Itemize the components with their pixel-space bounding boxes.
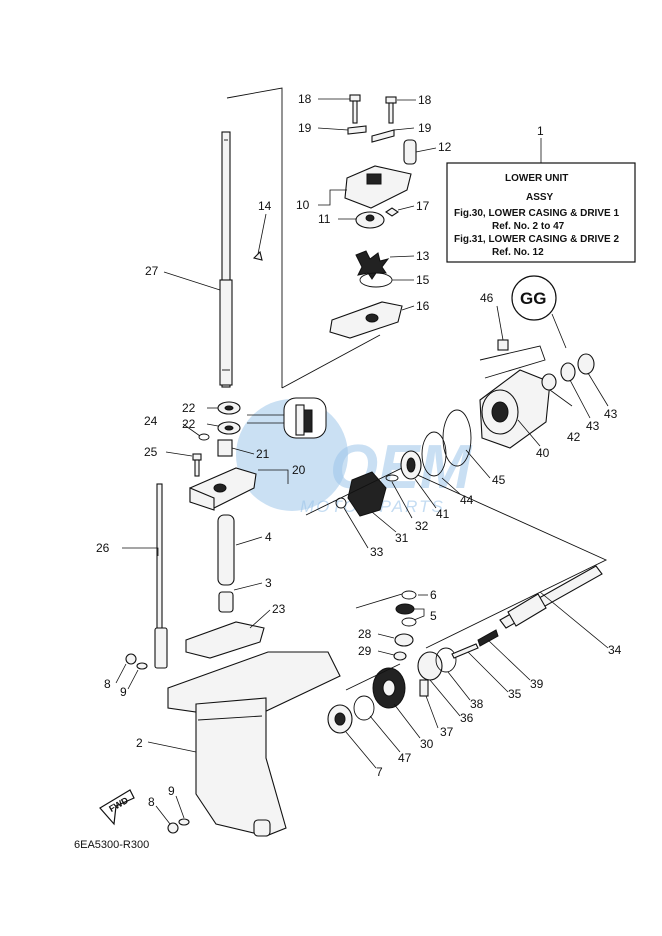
pinion-parts — [305, 467, 608, 649]
callout-19b: 19 — [418, 121, 432, 135]
info-box-line5: Fig.31, LOWER CASING & DRIVE 2 — [454, 234, 619, 245]
frame-lines — [226, 87, 381, 389]
callout-2: 2 — [136, 736, 143, 750]
water-pump-parts — [329, 94, 417, 339]
callout-39: 39 — [530, 677, 544, 691]
forward-gear-parts — [372, 629, 499, 709]
callout-45: 45 — [492, 473, 506, 487]
prop-housing — [479, 369, 551, 449]
bearing-7-47 — [327, 663, 401, 734]
drawing-code: 6EA5300-R300 — [74, 839, 149, 851]
callout-34: 34 — [608, 643, 622, 657]
callout-7: 7 — [376, 765, 383, 779]
callout-4: 4 — [265, 530, 272, 544]
callout-12: 12 — [438, 140, 452, 154]
callout-32: 32 — [415, 519, 429, 533]
callout-28: 28 — [358, 627, 372, 641]
housing-20 — [189, 453, 257, 511]
callout-16: 16 — [416, 299, 430, 313]
callout-11: 11 — [318, 212, 331, 226]
bearing-41-44-45 — [400, 409, 472, 480]
seal-parts — [479, 345, 595, 391]
info-box-title1: LOWER UNIT — [505, 173, 568, 184]
callout-22b: 22 — [182, 417, 196, 431]
callout-46: 46 — [480, 291, 494, 305]
callout-20: 20 — [292, 463, 306, 477]
drive-shaft — [219, 131, 233, 388]
callout-26: 26 — [96, 541, 110, 555]
shift-rod — [154, 483, 168, 669]
callout-37: 37 — [440, 725, 454, 739]
callout-41: 41 — [436, 507, 450, 521]
info-box-line6: Ref. No. 12 — [492, 247, 544, 258]
callout-labels: 18 18 19 19 12 10 11 17 13 15 16 14 27 4… — [96, 92, 622, 809]
callout-17: 17 — [416, 199, 430, 213]
callout-40: 40 — [536, 446, 550, 460]
callout-44: 44 — [460, 493, 474, 507]
callout-25: 25 — [144, 445, 158, 459]
pin-14 — [252, 250, 263, 261]
callout-15: 15 — [416, 273, 430, 287]
callout-9b: 9 — [168, 784, 175, 798]
callout-6: 6 — [430, 588, 437, 602]
callout-42: 42 — [567, 430, 581, 444]
callout-14: 14 — [258, 199, 272, 213]
tube-parts — [185, 514, 265, 659]
callout-21: 21 — [256, 447, 270, 461]
leader-lines — [115, 98, 609, 825]
callout-10: 10 — [296, 198, 310, 212]
callout-35: 35 — [508, 687, 522, 701]
callout-8b: 8 — [148, 795, 155, 809]
callout-9a: 9 — [120, 685, 127, 699]
callout-27: 27 — [145, 264, 159, 278]
callout-43b: 43 — [604, 407, 618, 421]
fwd-arrow: FWD — [99, 789, 135, 826]
info-box: 1 LOWER UNIT ASSY Fig.30, LOWER CASING &… — [446, 124, 636, 263]
bearing-parts — [198, 397, 327, 457]
propeller-shaft — [499, 565, 603, 629]
callout-29: 29 — [358, 644, 372, 658]
callout-22a: 22 — [182, 401, 196, 415]
info-box-ref: 1 — [537, 124, 544, 138]
callout-33: 33 — [370, 545, 384, 559]
grease-symbol: GG — [497, 275, 567, 351]
callout-31: 31 — [395, 531, 409, 545]
callout-24: 24 — [144, 414, 158, 428]
lower-casing — [167, 651, 341, 837]
callout-13: 13 — [416, 249, 430, 263]
callout-19a: 19 — [298, 121, 312, 135]
gear-small-parts — [355, 590, 417, 661]
screw-washer-lower — [167, 818, 190, 834]
callout-36: 36 — [460, 711, 474, 725]
screw-washer-upper — [125, 653, 148, 670]
callout-5: 5 — [430, 609, 437, 623]
info-box-line4: Ref. No. 2 to 47 — [492, 221, 565, 232]
callout-43a: 43 — [586, 419, 600, 433]
callout-47: 47 — [398, 751, 412, 765]
callout-8a: 8 — [104, 677, 111, 691]
callout-3: 3 — [265, 576, 272, 590]
info-box-title2: ASSY — [526, 192, 554, 203]
info-box-line3: Fig.30, LOWER CASING & DRIVE 1 — [454, 208, 619, 219]
callout-30: 30 — [420, 737, 434, 751]
callout-18a: 18 — [298, 92, 312, 106]
callout-23: 23 — [272, 602, 286, 616]
svg-text:GG: GG — [520, 289, 546, 308]
callout-18b: 18 — [418, 93, 432, 107]
callout-38: 38 — [470, 697, 484, 711]
